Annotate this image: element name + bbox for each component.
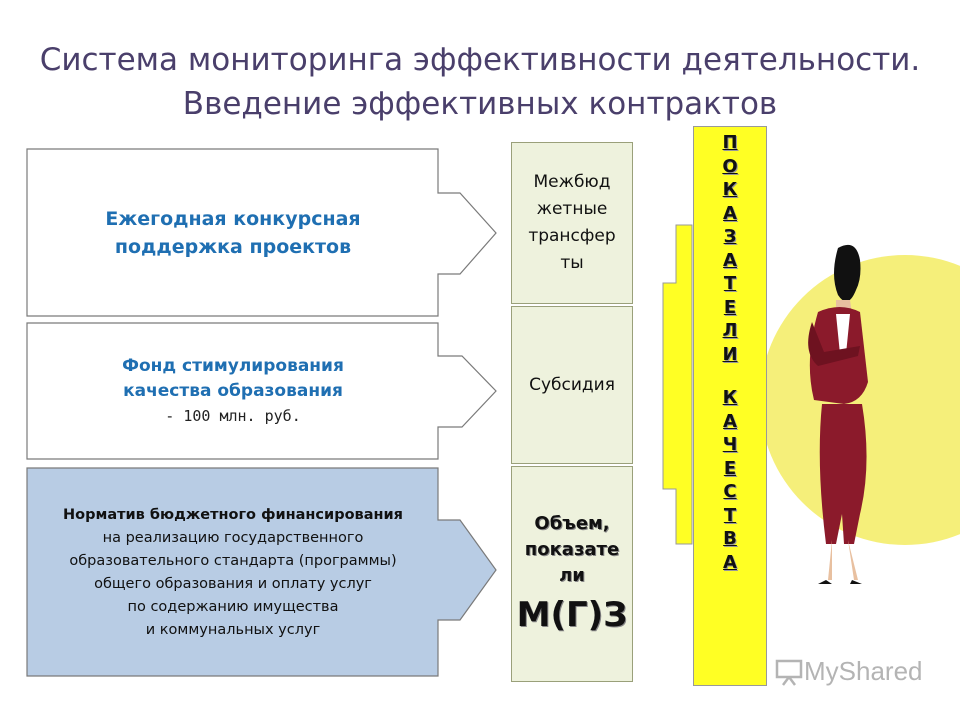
letter: К	[722, 179, 738, 200]
letter: А	[723, 249, 737, 271]
mid3-line-1: Объем,	[534, 513, 610, 534]
arrow2-line-2: качества образования	[123, 380, 343, 401]
letter: В	[723, 528, 737, 549]
mid1-line-3: трансфер	[528, 226, 616, 246]
mid-box-volume: Объем, показате ли М(Г)З	[511, 466, 633, 682]
mid1-line-1: Межбюд	[533, 172, 611, 192]
arrow-label-2: Фонд стимулирования качества образования…	[28, 324, 438, 458]
letter: П	[722, 132, 738, 153]
mid3-line-3: ли	[559, 565, 585, 586]
arrow-label-3: Норматив бюджетного финансирования на ре…	[28, 470, 438, 676]
watermark: MyShared	[774, 656, 923, 687]
letter: И	[722, 343, 738, 365]
arrow-label-1: Ежегодная конкурсная поддержка проектов	[28, 150, 438, 316]
big-yellow-arrow	[662, 224, 693, 545]
letter: А	[723, 551, 737, 573]
mid1-line-4: ты	[560, 253, 584, 273]
arrow3-line-5: и коммунальных услуг	[145, 622, 321, 638]
mid3-big: М(Г)З	[516, 595, 628, 635]
mid1-line-2: жетные	[536, 199, 608, 219]
letter: Ч	[722, 434, 738, 455]
letter: Л	[722, 320, 738, 341]
letter: З	[723, 226, 737, 247]
letter: Т	[723, 504, 737, 526]
title-line-2: Введение эффективных контрактов	[182, 86, 778, 122]
arrow1-line-1: Ежегодная конкурсная	[105, 208, 361, 230]
yellow-circle	[760, 255, 960, 545]
mid-box-subsidy: Субсидия	[511, 306, 633, 464]
letter: А	[723, 410, 737, 432]
presentation-board-icon	[775, 659, 803, 686]
quality-indicators-bar: П О К А З А Т Е Л И К А Ч Е С Т В А	[693, 126, 767, 686]
arrow1-line-2: поддержка проектов	[114, 236, 352, 258]
mid2-line-1: Субсидия	[529, 375, 615, 395]
arrow3-line-2: образовательного стандарта (программы)	[69, 553, 397, 569]
arrow-shape-2	[26, 322, 497, 460]
arrow-shape-1	[26, 148, 497, 317]
letter: С	[723, 481, 737, 502]
arrow2-line-1: Фонд стимулирования	[122, 355, 344, 376]
letter: Е	[723, 296, 737, 318]
mid-box-transfers: Межбюд жетные трансфер ты	[511, 142, 633, 304]
letter: Т	[723, 273, 737, 294]
letter: О	[722, 155, 738, 177]
page-title: Система мониторинга эффективности деятел…	[0, 38, 960, 126]
letter: Е	[723, 457, 737, 479]
businesswoman-illustration	[808, 244, 868, 584]
arrow2-amount: - 100 млн. руб.	[165, 406, 301, 425]
arrow3-line-1: на реализацию государственного	[102, 530, 364, 546]
mid3-line-2: показате	[524, 539, 620, 560]
arrow-shape-3	[26, 467, 497, 677]
arrow3-line-3: общего образования и оплату услуг	[94, 576, 372, 592]
arrow3-line-4: по содержанию имущества	[127, 599, 339, 615]
watermark-text: MyShared	[804, 656, 923, 686]
title-line-1: Система мониторинга эффективности деятел…	[39, 42, 921, 78]
letter: К	[722, 387, 738, 408]
arrow3-heading: Норматив бюджетного финансирования	[63, 507, 403, 523]
letter: А	[723, 202, 737, 224]
